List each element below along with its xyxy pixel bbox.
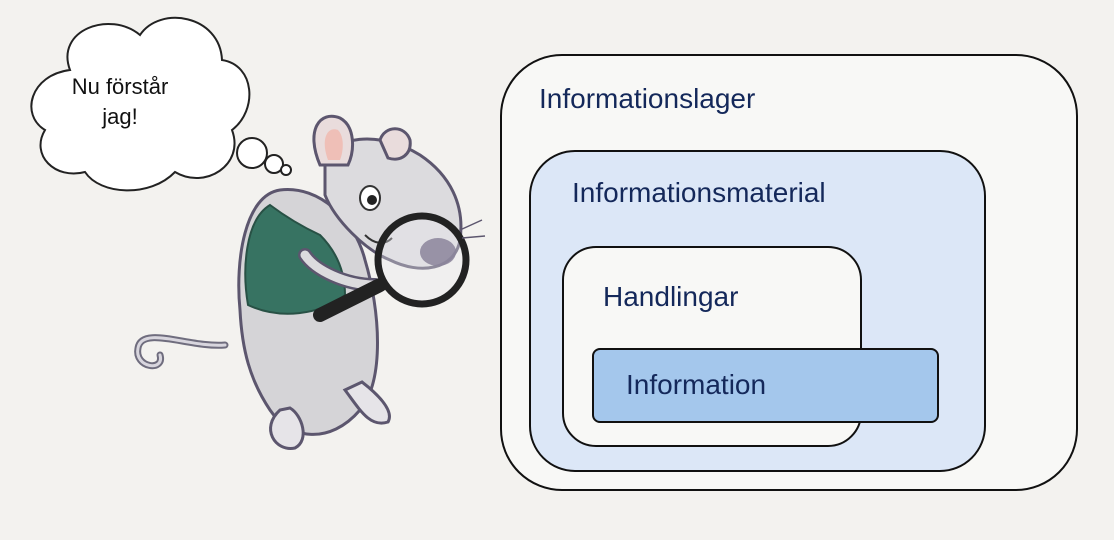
layer-label: Informationsmaterial — [572, 177, 826, 208]
thought-line-2: jag! — [102, 104, 138, 129]
layer-label: Handlingar — [603, 281, 739, 312]
thought-bubble — [30, 16, 292, 192]
layer-label: Information — [626, 369, 767, 400]
layer-label: Informationslager — [539, 83, 756, 114]
thought-line-1: Nu förstår — [71, 74, 169, 99]
mouse-illustration — [134, 114, 486, 450]
thought-text: Nu förstår jag! — [60, 72, 180, 132]
layer-information: Information — [592, 348, 939, 423]
